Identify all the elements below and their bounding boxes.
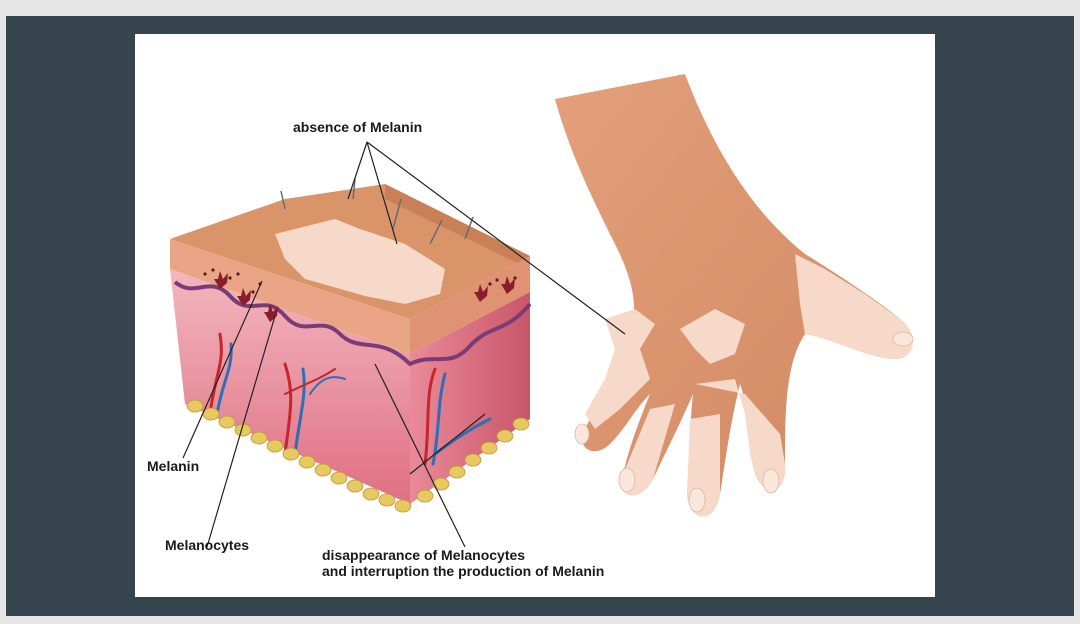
pointer-melanocytes (206, 315, 276, 548)
depigmented-patch-hand-2 (680, 309, 745, 364)
label-melanocytes: Melanocytes (165, 537, 250, 553)
diagram-canvas: absence of Melanin Melanin Melanocytes d… (135, 34, 935, 597)
label-absence-of-melanin: absence of Melanin (293, 119, 423, 135)
pointer-absence-top (366, 141, 398, 245)
basal-layer-wave (173, 280, 532, 367)
vitiligo-illustration (170, 74, 914, 548)
depigmented-patch-hand-6 (621, 404, 675, 496)
pointer-disappearance (374, 363, 466, 548)
label-melanin: Melanin (147, 458, 200, 474)
skin-top-right (385, 184, 530, 269)
epidermis-left (170, 239, 410, 354)
hand-illustration (555, 74, 914, 517)
fat-layer (186, 399, 530, 513)
depigmented-patch-hand-4 (695, 379, 786, 491)
hairs (280, 178, 474, 245)
depigmented-patch-top (275, 219, 445, 304)
depigmented-patch-hand-1 (585, 309, 655, 429)
depigmented-patch-hand-3 (795, 254, 913, 359)
label-disappearance-line2: and interruption the production of Melan… (322, 563, 605, 579)
epidermis-right (410, 256, 530, 354)
pointer-disappearance-2 (409, 413, 486, 475)
skin-cross-section (170, 178, 532, 513)
pointer-lines (182, 141, 626, 548)
melanocyte-cells (214, 271, 515, 322)
pointer-absence-side (347, 141, 368, 200)
pointer-melanin (182, 280, 263, 459)
melanin-granules (203, 268, 517, 294)
hand-shape (555, 74, 913, 517)
fingernails (574, 331, 914, 513)
pointer-absence-hand (366, 141, 626, 335)
label-disappearance-line1: disappearance of Melanocytes (322, 547, 526, 563)
